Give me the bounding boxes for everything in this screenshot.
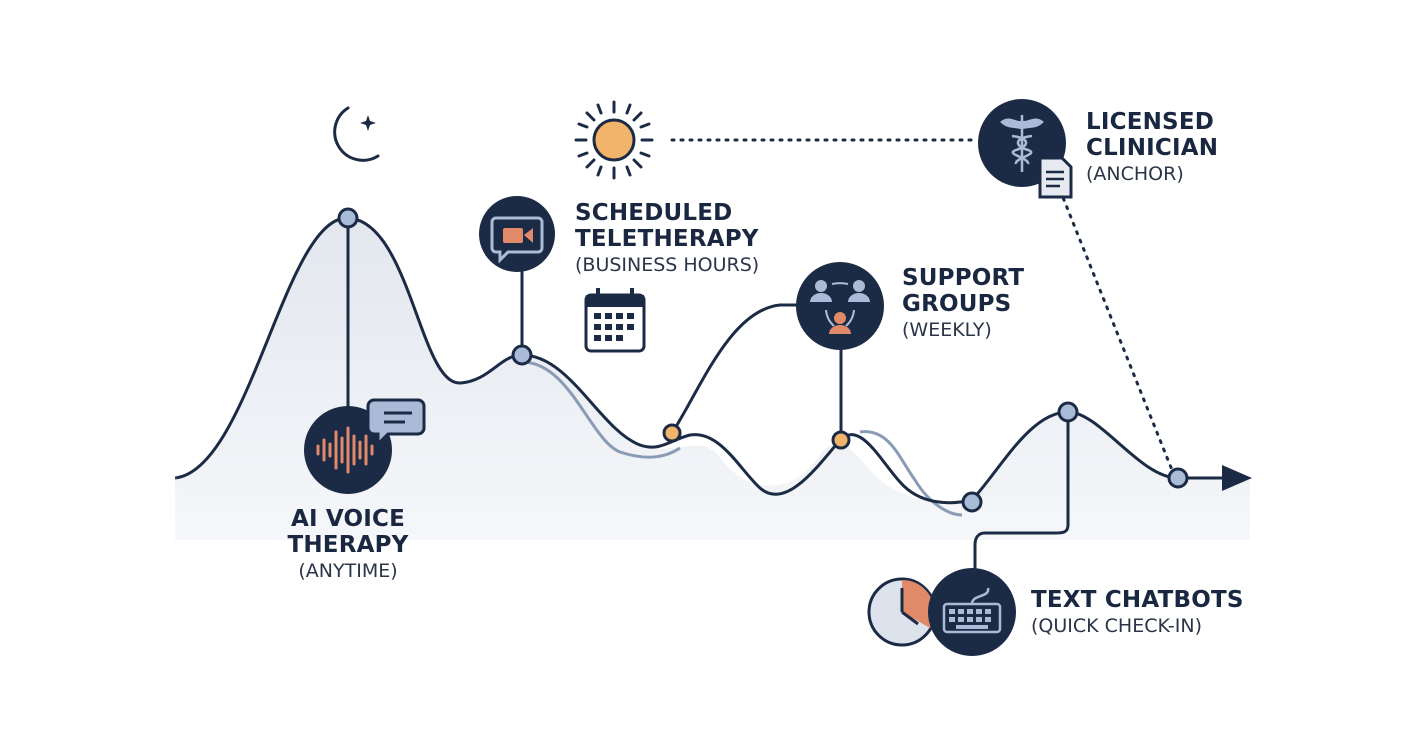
connector-support-upper [670,303,800,434]
teletherapy-subtitle: (BUSINESS HOURS) [575,253,760,276]
area-under-curve [175,217,1250,540]
main-curve [174,216,1225,505]
sun-icon [574,100,654,180]
support-groups-label: SUPPORT GROUPS (WEEKLY) [902,265,1025,341]
support-groups-title-2: GROUPS [902,290,1012,317]
caduceus-icon [1000,115,1044,172]
connector-chatbots [973,412,1070,575]
clinician-subtitle: (ANCHOR) [1086,162,1184,185]
dot-ai-voice [337,207,359,229]
secondary-path-2 [859,430,963,517]
keyboard-icon [942,587,1002,634]
teletherapy-node [479,196,555,272]
support-groups-node [796,262,884,350]
dot-anchor [1167,467,1189,489]
secondary-path [521,360,681,459]
moon-star-icon [333,106,380,162]
ai-voice-subtitle: (ANYTIME) [298,559,398,582]
chatbots-label: TEXT CHATBOTS (QUICK CHECK-IN) [1031,587,1244,637]
teletherapy-label: SCHEDULED TELETHERAPY (BUSINESS HOURS) [575,200,760,276]
calendar-icon [584,288,646,353]
chatbots-node [867,568,1016,656]
dot-support [831,430,851,450]
ai-voice-title-1: AI VOICE [290,506,406,532]
clinician-node [978,99,1073,199]
teletherapy-title-2: TELETHERAPY [575,225,759,252]
clock-icon [867,577,937,647]
video-camera-chat-icon [490,216,544,264]
dot-low [961,491,983,513]
group-people-icon [810,280,870,334]
support-groups-subtitle: (WEEKLY) [902,318,992,341]
dot-support-upper [662,423,682,443]
arrow-head-icon [1222,465,1252,491]
ai-voice-title-2: THERAPY [287,531,409,558]
ai-voice-label: AI VOICE THERAPY (ANYTIME) [268,506,428,582]
clinician-title-1: LICENSED [1086,109,1215,135]
dotted-link-clinician-anchor [1058,188,1174,472]
chatbots-title-1: TEXT CHATBOTS [1031,587,1244,613]
document-icon [1038,156,1073,199]
clinician-label: LICENSED CLINICIAN (ANCHOR) [1086,109,1219,185]
dot-chatbots [1057,401,1079,423]
teletherapy-title-1: SCHEDULED [575,200,733,226]
clinician-title-2: CLINICIAN [1086,134,1219,161]
chat-bubble-icon [366,398,426,448]
dot-teletherapy [511,344,533,366]
chatbots-subtitle: (QUICK CHECK-IN) [1031,614,1203,637]
support-groups-title-1: SUPPORT [902,265,1025,291]
